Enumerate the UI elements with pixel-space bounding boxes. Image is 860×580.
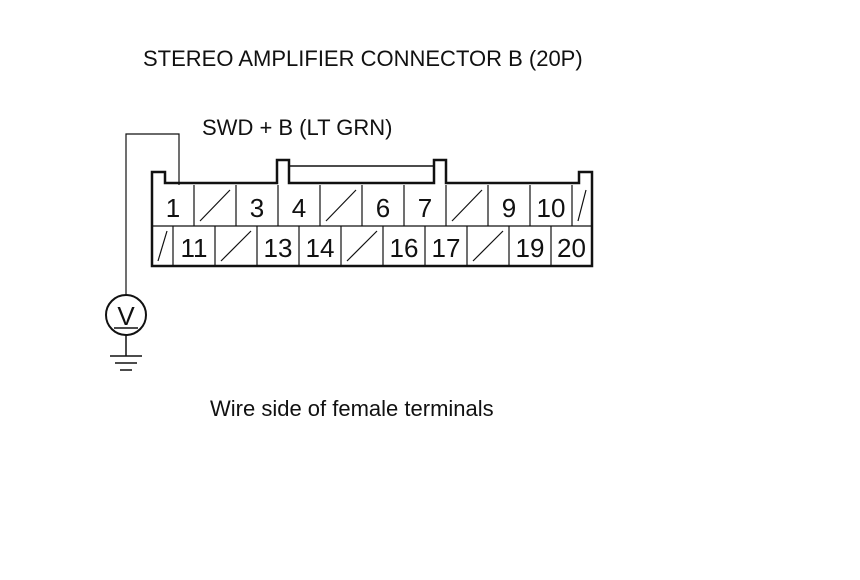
blank-cavity xyxy=(325,189,357,222)
pin-number: 11 xyxy=(181,233,208,263)
pin-number: 16 xyxy=(390,233,419,263)
pin-number: 19 xyxy=(516,233,545,263)
pin-number: 3 xyxy=(250,193,264,223)
blank-cavity xyxy=(220,230,252,262)
pin-number: 14 xyxy=(306,233,335,263)
blank-cavity xyxy=(346,230,378,262)
ground-icon xyxy=(110,335,142,371)
pin-number: 17 xyxy=(432,233,461,263)
connector-latch xyxy=(288,165,435,184)
pin-number: 7 xyxy=(418,193,432,223)
pin-number: 20 xyxy=(557,233,586,263)
pin-number: 9 xyxy=(502,193,516,223)
meter-symbol: V xyxy=(117,301,135,331)
pin-number: 10 xyxy=(537,193,566,223)
voltmeter-icon: V xyxy=(105,294,147,336)
pin-number: 6 xyxy=(376,193,390,223)
blank-cavity xyxy=(157,230,168,262)
blank-cavity xyxy=(577,189,587,222)
blank-cavity xyxy=(451,189,483,222)
pin-number: 13 xyxy=(264,233,293,263)
diagram-title: STEREO AMPLIFIER CONNECTOR B (20P) xyxy=(143,46,583,71)
footer-note: Wire side of female terminals xyxy=(210,396,494,421)
wire-label: SWD + B (LT GRN) xyxy=(202,115,392,140)
blank-cavity xyxy=(472,230,504,262)
test-wire xyxy=(125,133,180,295)
pin-number: 1 xyxy=(166,193,180,223)
blank-cavity xyxy=(199,189,231,222)
pin-number: 4 xyxy=(292,193,306,223)
